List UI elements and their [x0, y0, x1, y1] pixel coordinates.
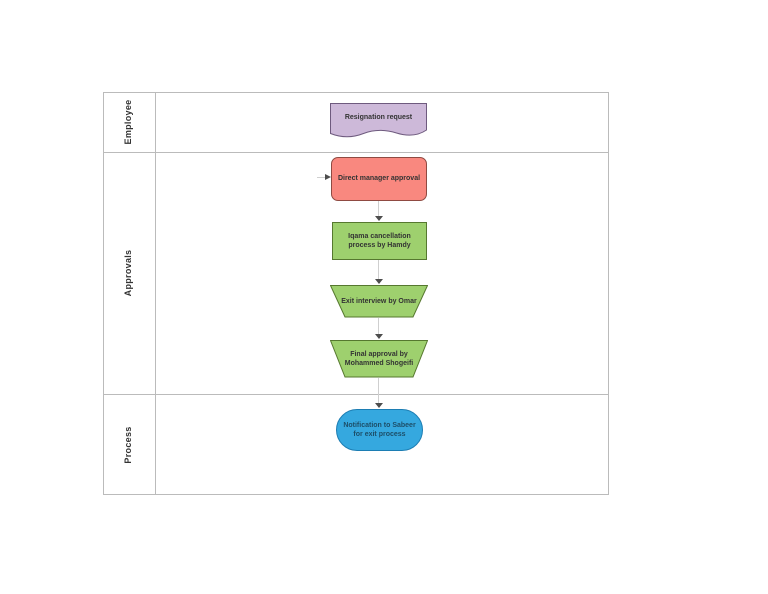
connector-line [378, 378, 379, 403]
swimlane-frame [103, 92, 609, 495]
node-iqama-cancellation: Iqama cancellation process by Hamdy [332, 222, 427, 260]
lane-label-approvals: Approvals [123, 249, 133, 297]
connector-entry-line [317, 177, 325, 178]
lane-label-employee: Employee [123, 99, 133, 145]
lane-label-divider [155, 92, 156, 495]
node-label-iqama-cancellation: Iqama cancellation process by Hamdy [348, 232, 411, 249]
lane-divider-employee-approvals [103, 152, 609, 153]
node-direct-manager-approval: Direct manager approval [331, 157, 427, 201]
node-resignation-request: Resignation request [330, 103, 427, 142]
node-label-notification-sabeer: Notification to Sabeer for exit process [343, 421, 416, 438]
node-final-approval: Final approval by Mohammed Shogeifi [330, 340, 428, 378]
node-notification-sabeer: Notification to Sabeer for exit process [336, 409, 423, 451]
trapezoid-shape [330, 340, 428, 378]
connector-arrowhead-down-icon [375, 279, 383, 284]
connector-line [378, 318, 379, 334]
lane-label-process: Process [123, 426, 133, 464]
node-exit-interview: Exit interview by Omar [330, 285, 428, 318]
node-label-direct-manager-approval: Direct manager approval [337, 175, 421, 183]
lane-divider-approvals-process [103, 394, 609, 395]
connector-line [378, 201, 379, 216]
connector-arrowhead-down-icon [375, 403, 383, 408]
connector-arrowhead-right-icon [325, 174, 331, 180]
node-label-exit-interview: Exit interview by Omar [341, 297, 417, 305]
connector-arrowhead-down-icon [375, 216, 383, 221]
connector-arrowhead-down-icon [375, 334, 383, 339]
trapezoid-shape [330, 285, 428, 318]
connector-line [378, 260, 379, 279]
document-shape [330, 103, 427, 138]
node-label-resignation-request: Resignation request [344, 114, 413, 122]
node-label-final-approval: Final approval by Mohammed Shogeifi [344, 350, 414, 367]
